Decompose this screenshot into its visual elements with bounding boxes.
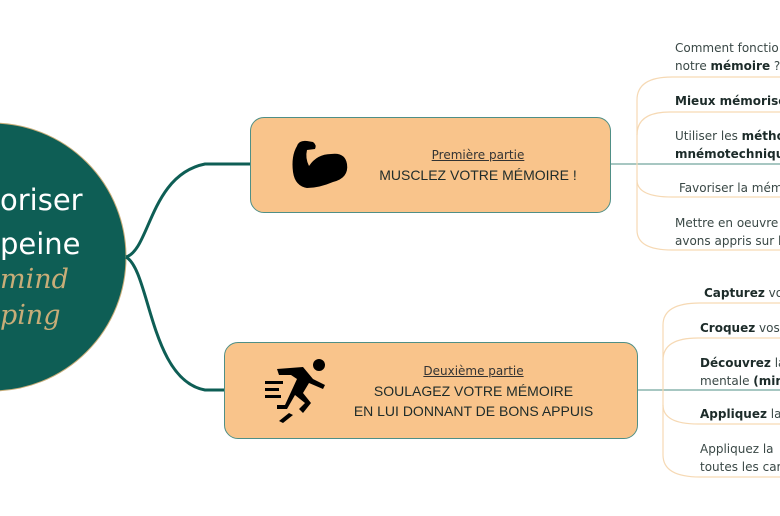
leaf-mnemonic-methods[interactable]: Utiliser les métho mnémotechniqu: [675, 129, 780, 161]
leaf-apply[interactable]: Appliquez la: [700, 407, 780, 421]
leaf-discover-mind-map[interactable]: Découvrez la mentale (min: [700, 356, 780, 388]
connector-branch1: [125, 162, 250, 259]
branch1-node[interactable]: Première partie MUSCLEZ VOTRE MÉMOIRE !: [250, 117, 611, 213]
leaf-capture[interactable]: Capturez vos: [704, 286, 780, 300]
leaf-how-memory-works[interactable]: Comment fonctio notre mémoire ?: [675, 41, 780, 73]
leaf-put-into-practice[interactable]: Mettre en oeuvre avons appris sur l: [675, 216, 780, 248]
leaf-lines-branch2: [662, 302, 780, 478]
running-person-icon: [265, 359, 325, 423]
branch2-title-line2: EN LUI DONNANT DE BONS APPUIS: [353, 403, 594, 419]
leaf-better-memorize[interactable]: Mieux mémorise: [675, 94, 780, 108]
central-script-line1: mind: [0, 264, 69, 295]
branch2-node[interactable]: Deuxième partie SOULAGEZ VOTRE MÉMOIRE E…: [224, 342, 638, 439]
leaf-favor-memory[interactable]: Favoriser la mém: [679, 181, 780, 195]
flexed-biceps-icon: [292, 140, 348, 188]
branch2-title-line1: SOULAGEZ VOTRE MÉMOIRE: [373, 383, 574, 399]
connector-branch2: [125, 255, 224, 392]
central-title-line2: peine: [0, 227, 81, 261]
leaf-lines-branch1: [636, 76, 780, 251]
leaf-sketch[interactable]: Croquez vos: [700, 321, 780, 335]
leaf-apply-all[interactable]: Appliquez la toutes les car: [700, 442, 780, 474]
branch1-subtitle: Première partie: [431, 148, 525, 162]
branch1-title: MUSCLEZ VOTRE MÉMOIRE !: [379, 167, 577, 183]
branch2-subtitle: Deuxième partie: [423, 364, 524, 378]
central-title-line1: oriser: [0, 183, 83, 217]
central-script-line2: ping: [0, 300, 61, 331]
